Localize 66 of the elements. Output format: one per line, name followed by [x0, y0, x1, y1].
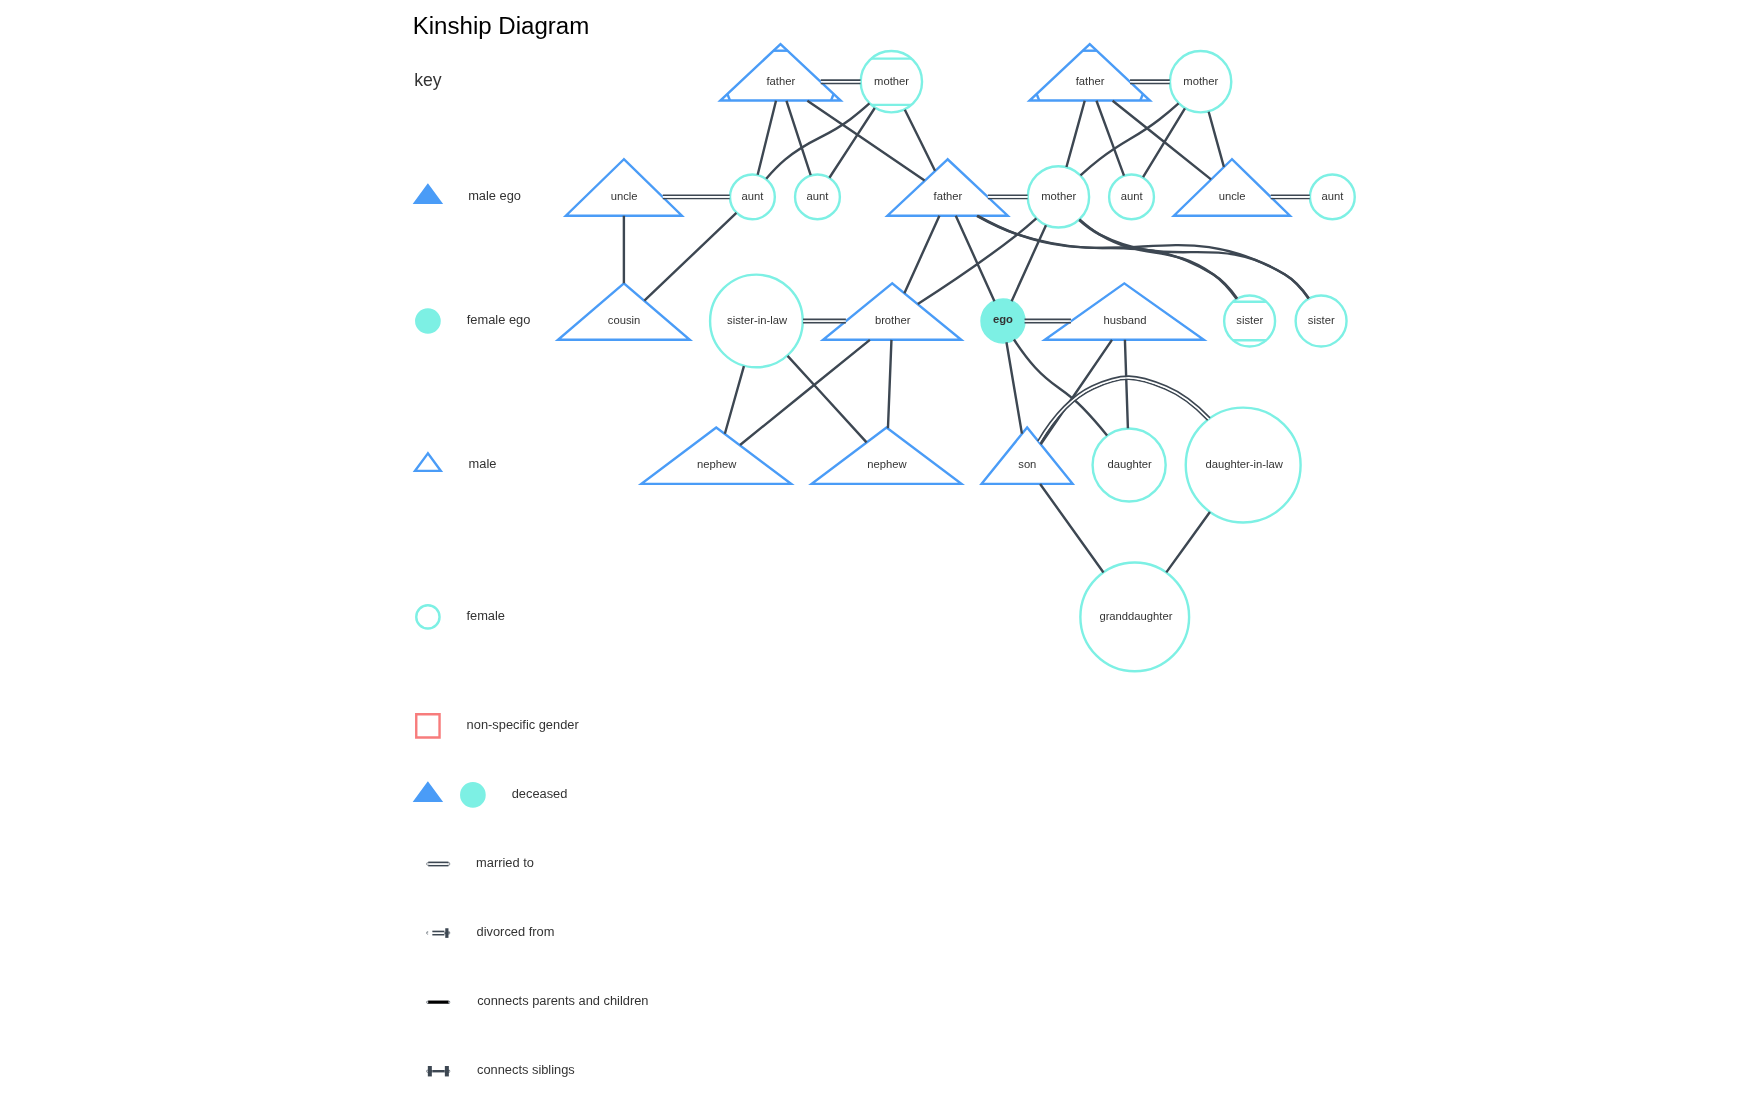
node-circle: daughter-in-law	[1184, 406, 1302, 524]
legend-label: married to	[475, 855, 534, 871]
connector	[1128, 79, 1171, 85]
node-circle: aunt	[793, 173, 841, 221]
connector	[1039, 339, 1113, 445]
connector	[661, 194, 730, 200]
connector	[903, 109, 936, 172]
connector	[1123, 339, 1129, 429]
connector	[1269, 194, 1311, 200]
legend-label: male ego	[467, 187, 521, 203]
connector	[1141, 107, 1186, 178]
legend-label: divorced from	[476, 924, 554, 940]
connector	[886, 339, 893, 429]
connector	[827, 107, 876, 179]
node-circle: daughter	[1090, 427, 1167, 503]
legend-label: female ego	[466, 312, 530, 328]
legend-label: deceased	[511, 785, 567, 801]
connector	[976, 214, 1238, 300]
connector	[1064, 100, 1086, 168]
node-circle: ego	[979, 298, 1026, 344]
connector	[1094, 100, 1125, 176]
connector	[916, 217, 1037, 306]
connector	[1038, 483, 1104, 574]
node-circle: aunt	[1308, 173, 1356, 221]
connector	[975, 214, 1310, 299]
connector	[1023, 318, 1072, 324]
connector	[806, 99, 925, 182]
node-circle: sister	[1293, 294, 1348, 348]
legend-label: non-specific gender	[466, 716, 579, 732]
connector	[622, 215, 625, 284]
connector	[986, 194, 1028, 200]
node-circle: mother	[859, 49, 923, 114]
node-circle: sister	[1222, 294, 1276, 348]
legend-label: connects siblings	[476, 1062, 575, 1078]
diagram-title: Kinship Diagram	[412, 11, 589, 39]
legend-label: female	[465, 607, 505, 623]
connector	[1012, 338, 1108, 437]
node-circle: sister-in-law	[708, 273, 804, 369]
connector	[819, 79, 861, 85]
connector	[643, 212, 737, 302]
connector	[1004, 342, 1023, 434]
connector	[1077, 219, 1310, 300]
label: key	[413, 70, 442, 91]
connector	[738, 338, 871, 446]
legend-label: male	[468, 456, 496, 472]
connector	[764, 102, 870, 180]
connector	[756, 100, 777, 176]
node-circle: aunt	[728, 173, 776, 221]
connector	[786, 355, 867, 444]
connector	[954, 215, 996, 302]
connector	[1078, 218, 1238, 300]
node-circle: mother	[1026, 165, 1090, 229]
connector	[902, 215, 940, 294]
connector	[723, 365, 745, 435]
legend-label: connects parents and children	[476, 993, 649, 1009]
connector	[1111, 99, 1212, 181]
connector	[1207, 111, 1225, 168]
node-circle: aunt	[1107, 173, 1155, 221]
connector	[1164, 511, 1211, 574]
connector	[801, 318, 847, 324]
connector	[1079, 102, 1179, 177]
connector	[784, 100, 812, 176]
connector	[1036, 375, 1211, 444]
node-circle: granddaughter	[1078, 561, 1190, 673]
connector	[1010, 224, 1047, 302]
node-circle: mother	[1168, 49, 1232, 114]
